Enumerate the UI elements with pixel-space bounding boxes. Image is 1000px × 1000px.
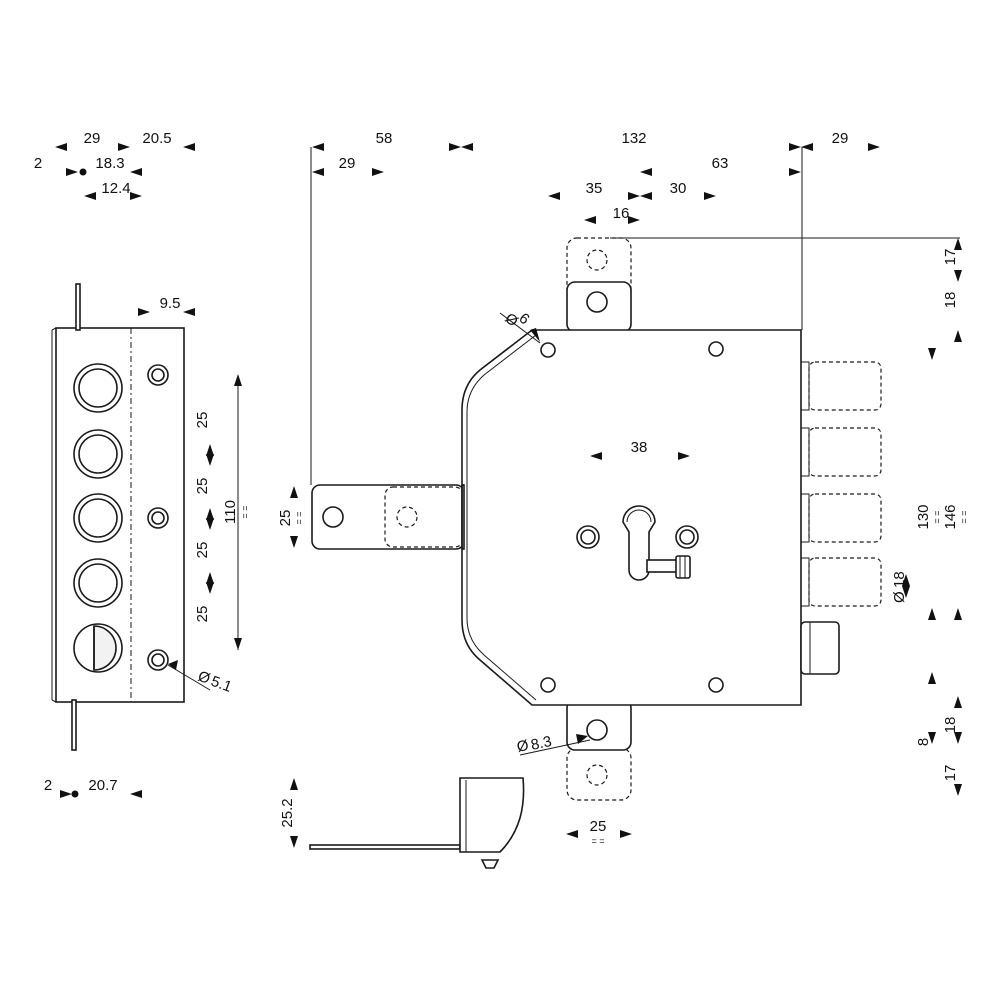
extension-lines (167, 147, 960, 756)
dim-146-centered-mark: = = (959, 510, 969, 523)
dim-25-b: 25 (194, 478, 211, 495)
dim-63: 63 (712, 155, 729, 172)
side-strap (311, 484, 465, 550)
faceplate-body (55, 327, 185, 703)
dim-12-4: 12.4 (101, 180, 130, 197)
top-pin (75, 283, 81, 331)
top-mounting-tab (566, 281, 632, 333)
dim-diameter-8-3-symbol: Ø (515, 737, 530, 756)
bolt-holes (73, 363, 123, 673)
dim-29-right: 29 (832, 130, 849, 147)
dim-25-a: 25 (194, 412, 211, 429)
dim-29-top-left: 29 (84, 130, 101, 147)
dim-18-top: 18 (942, 292, 959, 309)
latch-detail (309, 777, 525, 869)
dim-25-tab-centered-mark: = = (591, 836, 604, 846)
dim-8-3: 8.3 (529, 733, 553, 754)
dim-17-top: 17 (942, 249, 959, 266)
dim-25-strap-centered-mark: = = (294, 511, 304, 524)
dim-16: 16 (613, 205, 630, 222)
dim-25-d: 25 (194, 606, 211, 623)
dim-38: 38 (631, 439, 648, 456)
deadbolts (800, 361, 882, 607)
dim-110-centered-mark: = = (240, 505, 250, 518)
side-view-faceplate (51, 283, 185, 751)
dim-110: 110 (222, 500, 239, 524)
dim-17-bottom: 17 (942, 765, 959, 782)
bottom-pin (71, 699, 77, 751)
screw-holes (147, 364, 169, 671)
dim-18-diameter: 18 (891, 571, 908, 588)
lock-main-body (311, 237, 882, 801)
dim-20-5: 20.5 (142, 130, 171, 147)
dim-9-5: 9.5 (160, 295, 181, 312)
dim-25-strap: 25 (277, 510, 294, 527)
dim-25-2: 25.2 (279, 798, 296, 827)
dim-2-bottom: 2 (44, 777, 52, 794)
dim-8: 8 (915, 738, 932, 746)
dim-30: 30 (670, 180, 687, 197)
reference-dots (71, 168, 87, 798)
dim-25-tab: 25 (590, 818, 607, 835)
dim-58: 58 (376, 130, 393, 147)
dim-130: 130 (915, 504, 932, 529)
dim-2-top: 2 (34, 155, 42, 172)
dim-18-3: 18.3 (95, 155, 124, 172)
dim-6: 6 (516, 310, 533, 329)
dim-130-centered-mark: = = (932, 510, 942, 523)
dim-5-1: 5.1 (209, 673, 234, 696)
dim-18-bottom: 18 (942, 717, 959, 734)
dim-132: 132 (621, 130, 646, 147)
dimension-arrows (55, 143, 962, 848)
latch (800, 621, 840, 675)
dim-146: 146 (942, 504, 959, 529)
dim-35: 35 (586, 180, 603, 197)
dim-diameter-18-symbol: Ø (891, 591, 908, 603)
dim-29-strap: 29 (339, 155, 356, 172)
dim-20-7: 20.7 (88, 777, 117, 794)
cam-lever (646, 559, 678, 573)
dim-25-c: 25 (194, 542, 211, 559)
